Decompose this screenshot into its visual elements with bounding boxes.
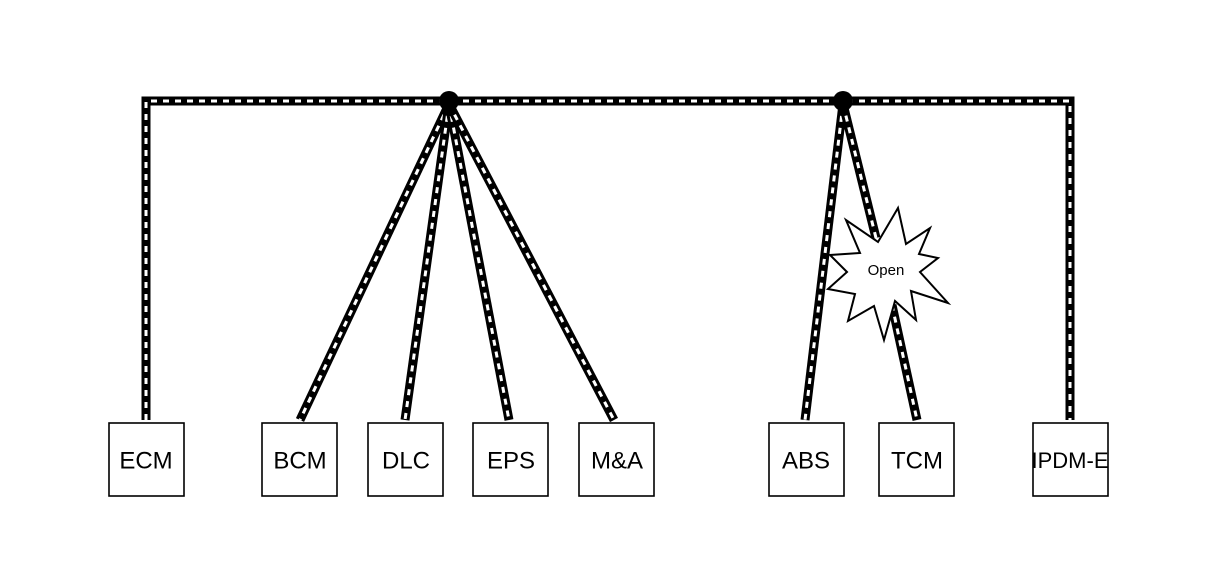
module-dlc: DLC bbox=[367, 422, 444, 497]
branch-abs bbox=[800, 103, 848, 421]
branch-ma bbox=[445, 101, 618, 423]
module-tcm-label: TCM bbox=[891, 447, 943, 474]
can-bus-main-line bbox=[141, 96, 1075, 420]
branch-tcm-lower bbox=[887, 304, 922, 421]
module-ecm: ECM bbox=[108, 422, 185, 497]
open-fault-label: Open bbox=[868, 262, 905, 279]
branch-bcm bbox=[295, 102, 454, 422]
module-ecm-label: ECM bbox=[119, 447, 172, 474]
module-abs: ABS bbox=[768, 422, 845, 497]
module-dlc-label: DLC bbox=[382, 447, 430, 474]
module-eps-label: EPS bbox=[487, 447, 535, 474]
junction-node-right bbox=[833, 91, 853, 111]
module-ma: M&A bbox=[578, 422, 655, 497]
module-tcm: TCM bbox=[878, 422, 955, 497]
module-ipdm-e-label: IPDM-E bbox=[1032, 448, 1109, 473]
module-bcm: BCM bbox=[261, 422, 338, 497]
junction-node-left bbox=[439, 91, 459, 111]
module-eps: EPS bbox=[472, 422, 549, 497]
branch-dlc bbox=[400, 103, 454, 421]
module-bcm-label: BCM bbox=[273, 447, 326, 474]
branch-eps bbox=[444, 103, 514, 421]
open-circuit-burst: Open bbox=[825, 205, 952, 344]
module-abs-label: ABS bbox=[782, 447, 830, 474]
module-ipdm-e: IPDM-E bbox=[1032, 422, 1109, 497]
branch-tcm-upper bbox=[838, 102, 881, 240]
module-ma-label: M&A bbox=[591, 447, 643, 474]
